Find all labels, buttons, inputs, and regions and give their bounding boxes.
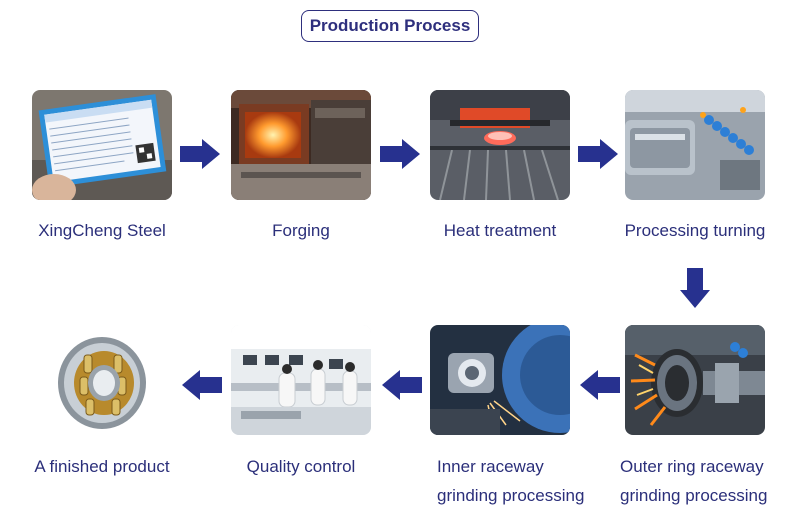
steel-certificate-photo <box>32 90 172 200</box>
step-label-quality-control: Quality control <box>246 457 356 476</box>
step-label-xingcheng-steel: XingCheng Steel <box>38 221 166 240</box>
step-label-heat-treatment: Heat treatment <box>443 221 557 240</box>
right-arrow-icon <box>380 139 420 169</box>
step-label-finished-product: A finished product <box>34 457 170 476</box>
step-label-processing-turning: Processing turning <box>624 221 766 240</box>
left-arrow-icon <box>382 370 422 400</box>
down-arrow-icon <box>680 268 710 308</box>
page-title: Production Process <box>301 10 479 42</box>
right-arrow-icon <box>180 139 220 169</box>
step-label-inner-raceway: Inner raceway grinding processing <box>437 457 585 505</box>
step-label-outer-ring-raceway: Outer ring raceway grinding processing <box>620 457 768 505</box>
cnc-turning-photo <box>625 90 765 200</box>
outer-ring-grinding-photo <box>625 325 765 435</box>
forging-furnace-photo <box>231 90 371 200</box>
finished-bearing-photo <box>32 325 172 435</box>
left-arrow-icon <box>182 370 222 400</box>
step-label-forging: Forging <box>272 221 330 240</box>
inner-raceway-grinding-photo <box>430 325 570 435</box>
left-arrow-icon <box>580 370 620 400</box>
right-arrow-icon <box>578 139 618 169</box>
quality-control-lab-photo <box>231 325 371 435</box>
heat-treatment-furnace-photo <box>430 90 570 200</box>
